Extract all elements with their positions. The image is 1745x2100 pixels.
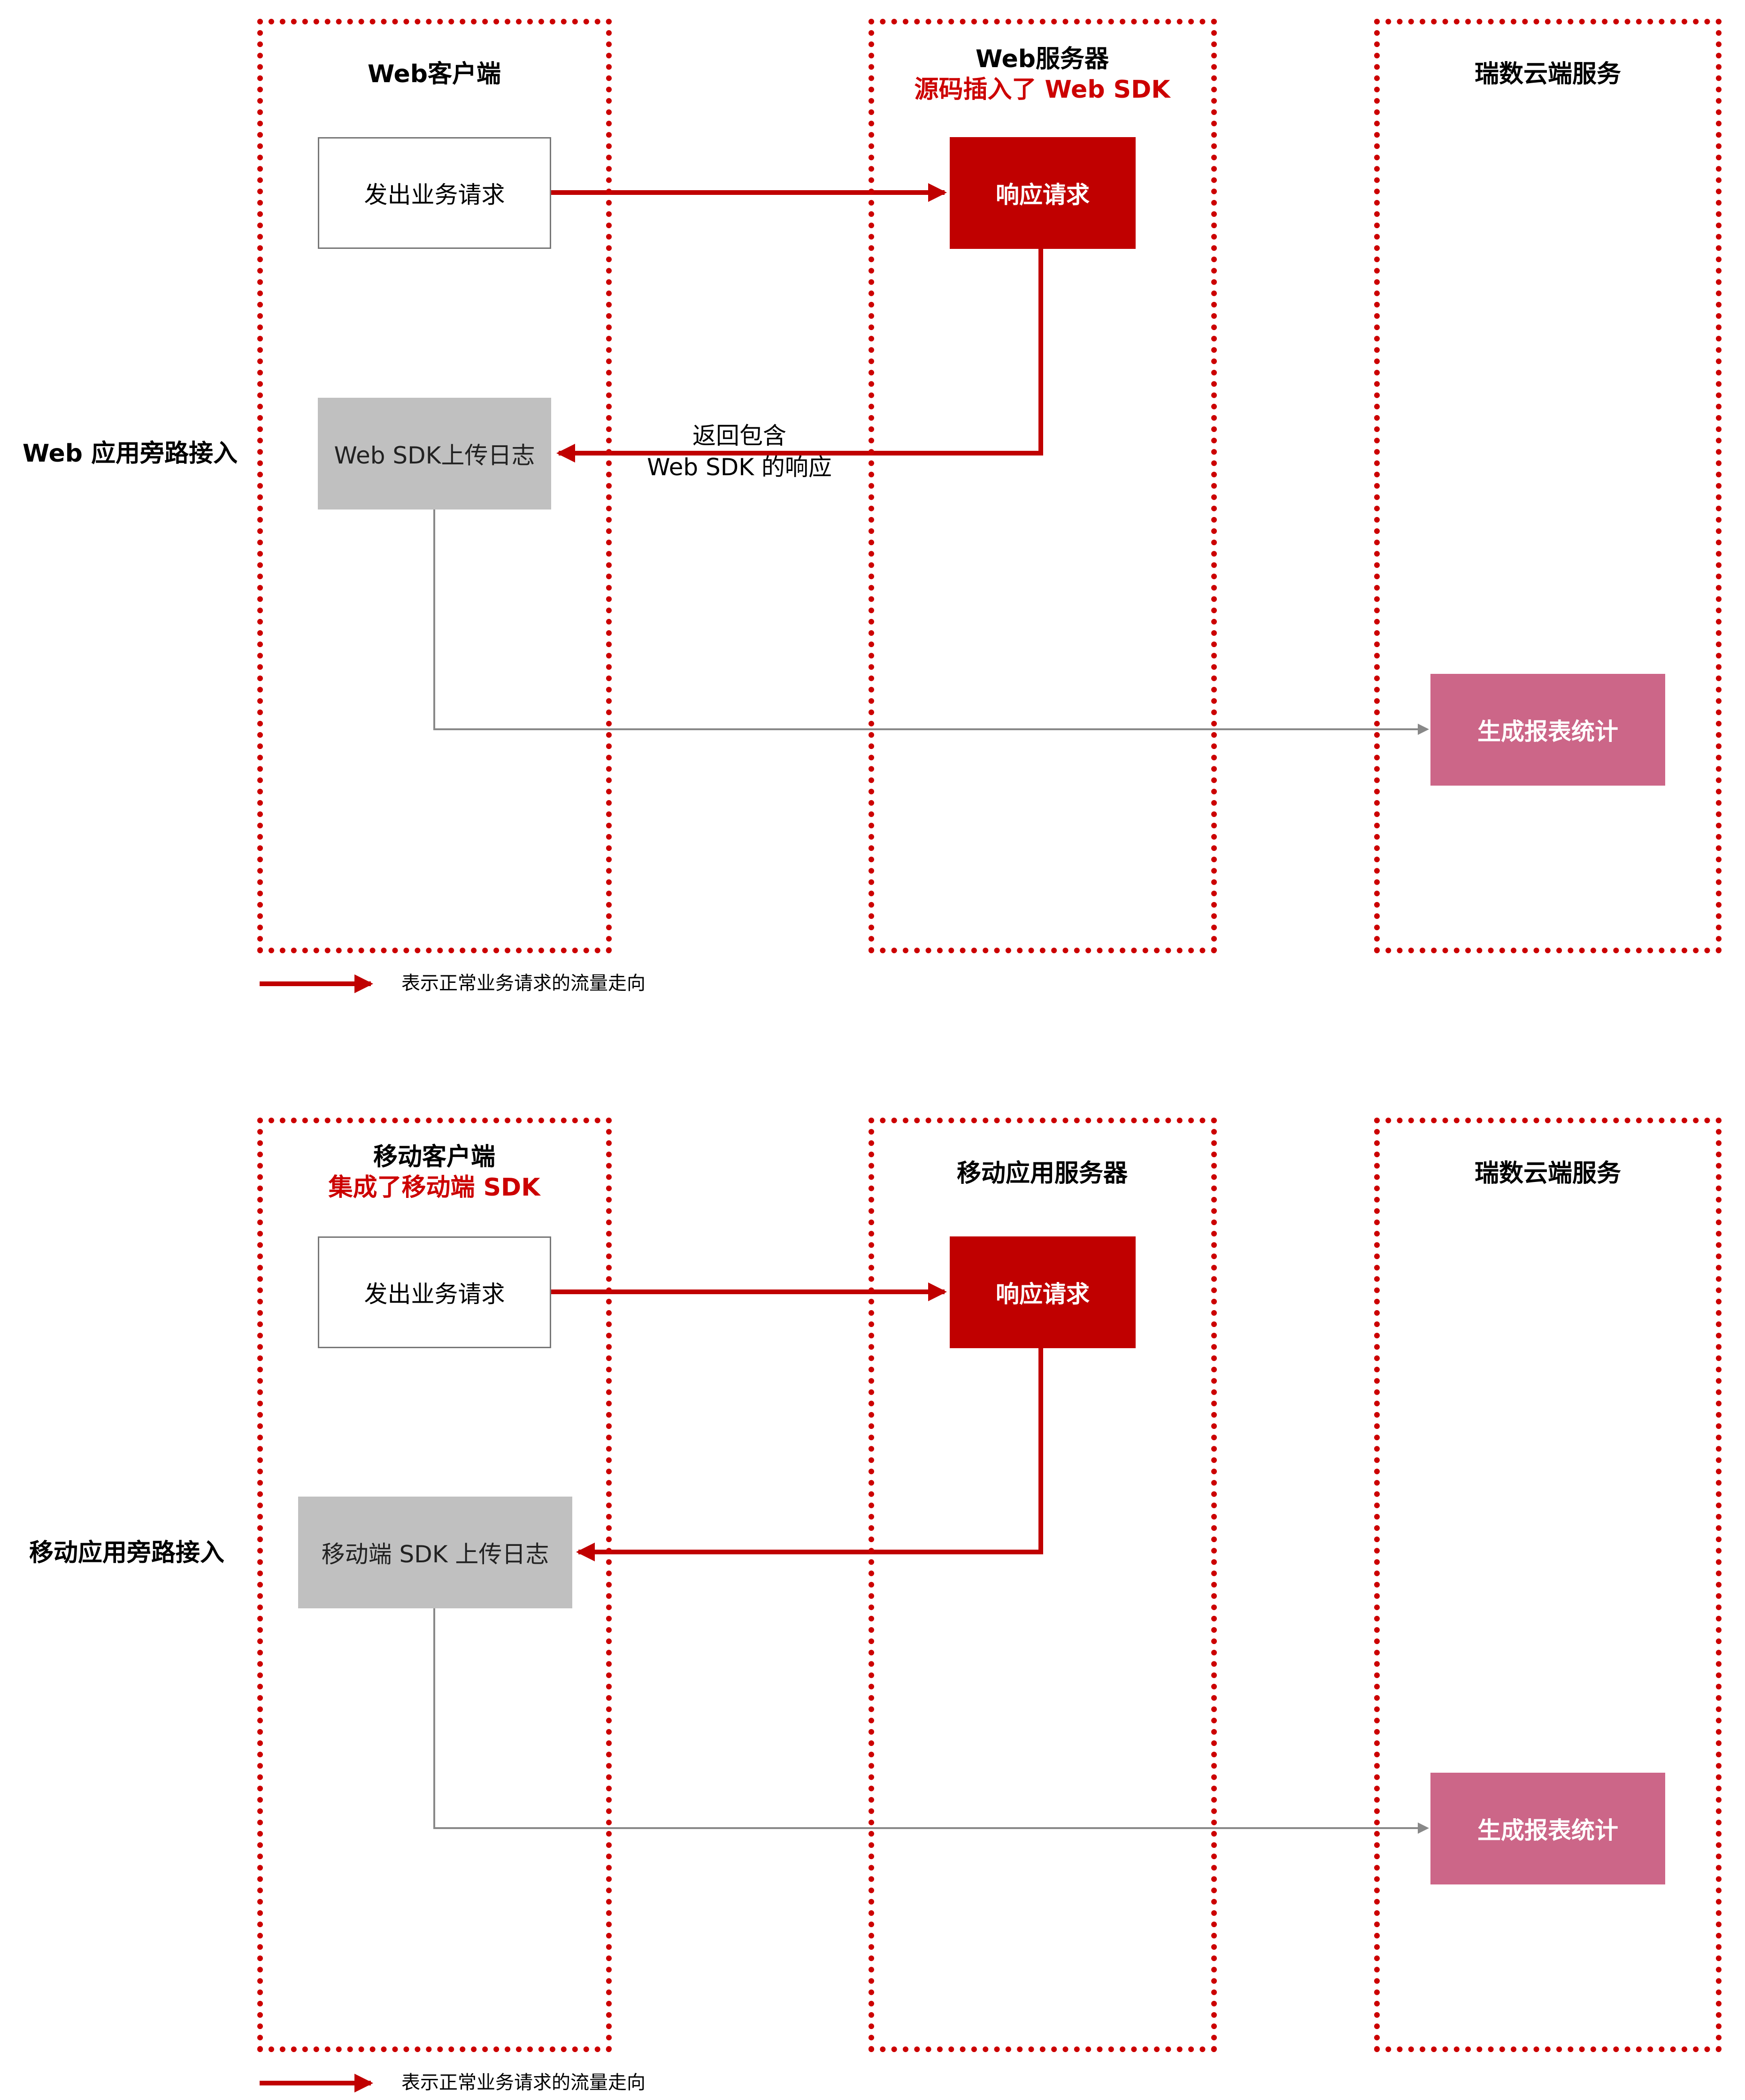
client-lane-subtitle: 集成了移动端 SDK: [328, 1174, 540, 1202]
return-arrow-2: [576, 1347, 1043, 1561]
legend-text: 表示正常业务请求的流量走向: [401, 2072, 646, 2093]
sdk-upload-box: 移动端 SDK 上传日志: [298, 1497, 572, 1608]
request-box: 发出业务请求: [318, 137, 551, 249]
sdk-upload-box: Web SDK上传日志: [318, 398, 551, 510]
client-lane-title: Web客户端: [368, 60, 501, 88]
upload-arrow-1: [433, 508, 1429, 735]
return-label-line1: 返回包含: [692, 422, 786, 449]
row-label: Web 应用旁路接入: [23, 440, 238, 468]
client-lane: [257, 1118, 612, 2052]
row-label: 移动应用旁路接入: [29, 1539, 225, 1567]
server-lane-subtitle: 源码插入了 Web SDK: [914, 76, 1170, 104]
client-lane: [257, 19, 612, 953]
report-box: 生成报表统计: [1430, 674, 1665, 786]
response-box: 响应请求: [950, 1236, 1136, 1348]
server-lane: [869, 1118, 1217, 2052]
server-lane: [869, 19, 1217, 953]
upload-arrow-2: [433, 1607, 1429, 1834]
server-lane-title: 移动应用服务器: [956, 1159, 1128, 1188]
legend-text: 表示正常业务请求的流量走向: [401, 973, 646, 994]
return-arrow-1: [556, 248, 1043, 463]
cloud-lane: [1374, 1118, 1722, 2052]
return-label-line2: Web SDK 的响应: [647, 454, 832, 481]
cloud-lane: [1374, 19, 1722, 953]
server-lane-title: Web服务器: [976, 45, 1109, 73]
response-box: 响应请求: [950, 137, 1136, 249]
cloud-lane-title: 瑞数云端服务: [1474, 60, 1622, 88]
request-box: 发出业务请求: [318, 1236, 551, 1348]
client-lane-title: 移动客户端: [373, 1143, 496, 1171]
report-box: 生成报表统计: [1430, 1773, 1665, 1884]
cloud-lane-title: 瑞数云端服务: [1474, 1159, 1622, 1188]
